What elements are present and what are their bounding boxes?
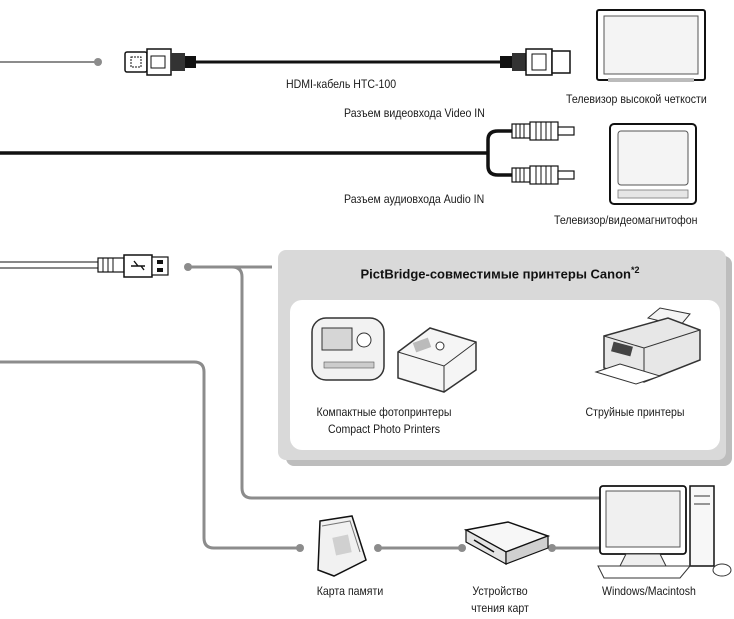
inkjet-printers-label: Струйные принтеры: [585, 405, 685, 419]
hdmi-plug-left-icon: [124, 48, 196, 76]
hdtv-label: Телевизор высокой четкости: [566, 92, 707, 106]
tv-vcr-icon: [609, 123, 697, 205]
tv-vcr-label: Телевизор/видеомагнитофон: [554, 213, 698, 227]
pictbridge-title: PictBridge-совместимые принтеры Canon*2: [290, 262, 710, 282]
compact-printers-label-en: Compact Photo Printers: [327, 422, 441, 436]
hdmi-cable: [0, 58, 500, 66]
hdmi-cable-label: HDMI-кабель HTC-100: [286, 77, 397, 91]
pictbridge-footnote: *2: [630, 265, 640, 275]
card-reader-label-line1: Устройство: [472, 584, 528, 598]
memory-card-label: Карта памяти: [316, 584, 384, 598]
audio-in-label: Разъем аудиовхода Audio IN: [344, 192, 485, 206]
pictbridge-panel: [278, 250, 732, 466]
compact-photo-printer-icon: [311, 317, 385, 381]
compact-printers-label-ru: Компактные фотопринтеры: [316, 405, 452, 419]
rca-video-plug-icon: [511, 121, 575, 141]
gray-connection-lines: [0, 263, 600, 552]
inkjet-printer-icon: [594, 307, 701, 385]
card-reader-icon: [463, 521, 551, 566]
usb-cable: [0, 261, 98, 269]
hdtv-icon: [596, 9, 706, 82]
card-reader-label-line2: чтения карт: [471, 601, 529, 615]
usb-plug-icon: [97, 254, 169, 278]
computer-icon: [597, 485, 732, 579]
video-in-label: Разъем видеовхода Video IN: [344, 106, 485, 120]
hdmi-plug-right-icon: [500, 48, 571, 76]
selphy-printer-icon: [397, 327, 477, 393]
pictbridge-title-text: PictBridge-совместимые принтеры Canon: [360, 266, 631, 282]
rca-audio-plug-icon: [511, 165, 575, 185]
av-cable: [0, 129, 512, 177]
memory-card-icon: [317, 515, 367, 577]
computer-label: Windows/Macintosh: [602, 584, 696, 598]
